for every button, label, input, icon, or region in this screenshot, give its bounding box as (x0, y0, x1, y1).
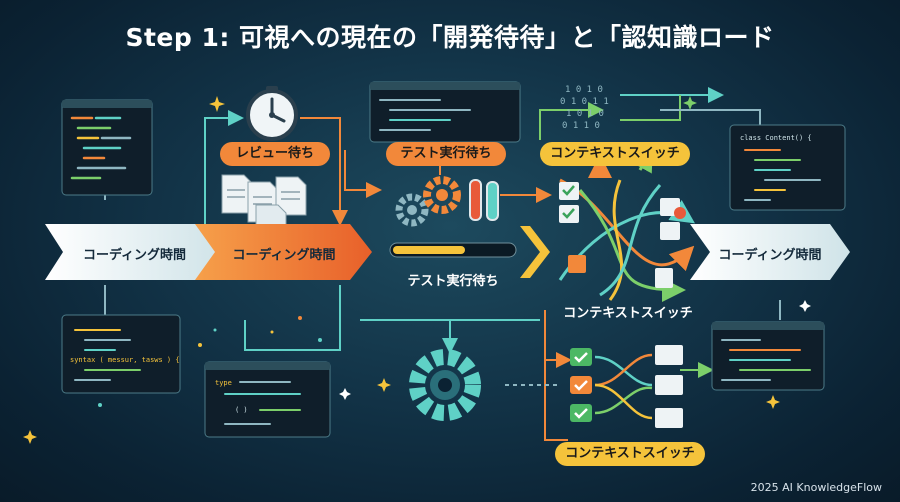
context-switch-label-mid: コンテキストスイッチ (563, 306, 693, 321)
coding-time-chevron-left (45, 224, 225, 280)
coding-time-label-mid: コーディング時間 (232, 248, 336, 263)
binary-line: 1 0 1 0 (565, 85, 603, 95)
clock-icon (246, 86, 298, 141)
footer-credit: 2025 AI KnowledgeFlow (750, 481, 882, 494)
coding-time-chevron-mid (195, 224, 372, 280)
binary-line: 0 1 1 0 (562, 121, 600, 131)
context-switch-badge-top: コンテキストスイッチ (540, 142, 690, 166)
coding-time-chevron-right (690, 224, 850, 280)
test-tube-icon (469, 179, 499, 221)
coding-time-label-right: コーディング時間 (718, 248, 822, 263)
page-title: Step 1: 可視への現在の「開発待待」と「認知識ロード (125, 23, 775, 52)
checklist-icons (559, 182, 686, 288)
binary-stream: 1 0 1 0 0 1 0 1 1 1 0 1 0 0 1 1 0 (560, 85, 609, 131)
coding-time-label-left: コーディング時間 (82, 248, 187, 263)
code-window-top-left (61, 99, 153, 196)
bracket-line-text: ( ) (235, 406, 248, 414)
progress-bar (389, 242, 517, 258)
gear-icon (395, 176, 461, 227)
context-switch-badge-bottom: コンテキストスイッチ (555, 442, 705, 466)
code-window-top-mid (369, 81, 521, 143)
sparkle-icons (23, 96, 811, 444)
class-line-text: class Content() { (740, 134, 812, 142)
review-wait-badge: レビュー待ち (220, 142, 330, 166)
large-gear-icon (409, 349, 481, 421)
code-window-right: class Content() { (729, 124, 846, 211)
type-line-text: type (215, 379, 232, 387)
code-window-bottom-left: syntax ( messur, tasws ) { (61, 314, 181, 394)
binary-line: 1 0 1 0 (566, 109, 604, 119)
binary-line: 0 1 0 1 1 (560, 97, 609, 107)
test-wait-progress-label: テスト実行待ち (407, 274, 499, 289)
syntax-line-text: syntax ( messur, tasws ) { (70, 356, 180, 364)
chevron-right-icon (520, 226, 550, 278)
code-window-bottom-mid: type ( ) (204, 361, 331, 438)
code-window-bottom-right (711, 321, 825, 391)
test-wait-badge: テスト実行待ち (386, 142, 506, 166)
bottom-checklist (570, 345, 683, 428)
